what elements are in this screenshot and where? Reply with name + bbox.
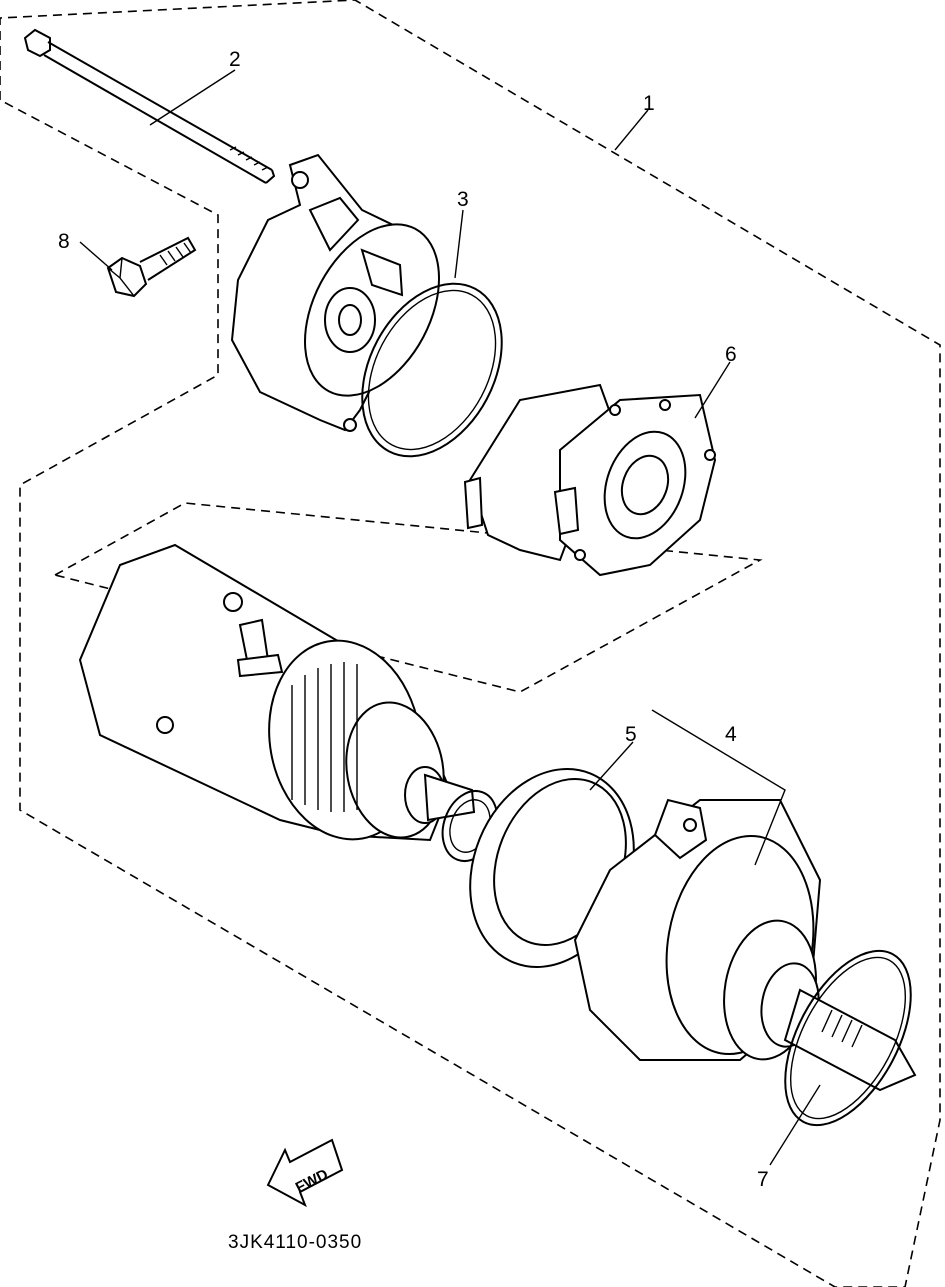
leader-6 <box>694 361 731 419</box>
leader-5 <box>589 741 634 791</box>
yoke-body <box>78 543 476 842</box>
label-part-1: 1 <box>643 92 655 115</box>
drawing-code: 3JK4110-0350 <box>228 1232 362 1253</box>
leader-1 <box>614 109 649 151</box>
brush-plate <box>463 383 717 577</box>
o-ring-cover-inner <box>367 289 497 451</box>
mounting-bolt <box>106 236 197 298</box>
label-part-8: 8 <box>58 230 70 253</box>
leader-4-bracket <box>651 709 786 866</box>
o-ring-cover <box>361 282 503 458</box>
label-part-7: 7 <box>757 1168 769 1191</box>
label-part-4: 4 <box>725 723 737 746</box>
label-part-6: 6 <box>725 343 737 366</box>
leader-7 <box>769 1084 821 1166</box>
leader-3 <box>454 209 464 279</box>
o-ring-shaft-inner <box>789 956 907 1120</box>
o-ring-shaft <box>784 949 912 1127</box>
label-part-5: 5 <box>625 723 637 746</box>
front-cover <box>230 153 440 432</box>
label-part-3: 3 <box>457 188 469 211</box>
through-bolt <box>23 28 276 184</box>
leader-2 <box>149 69 236 126</box>
gear-case <box>573 798 917 1092</box>
label-part-2: 2 <box>229 48 241 71</box>
fwd-arrow-icon: FWD <box>266 1138 344 1208</box>
leader-8 <box>79 241 113 271</box>
